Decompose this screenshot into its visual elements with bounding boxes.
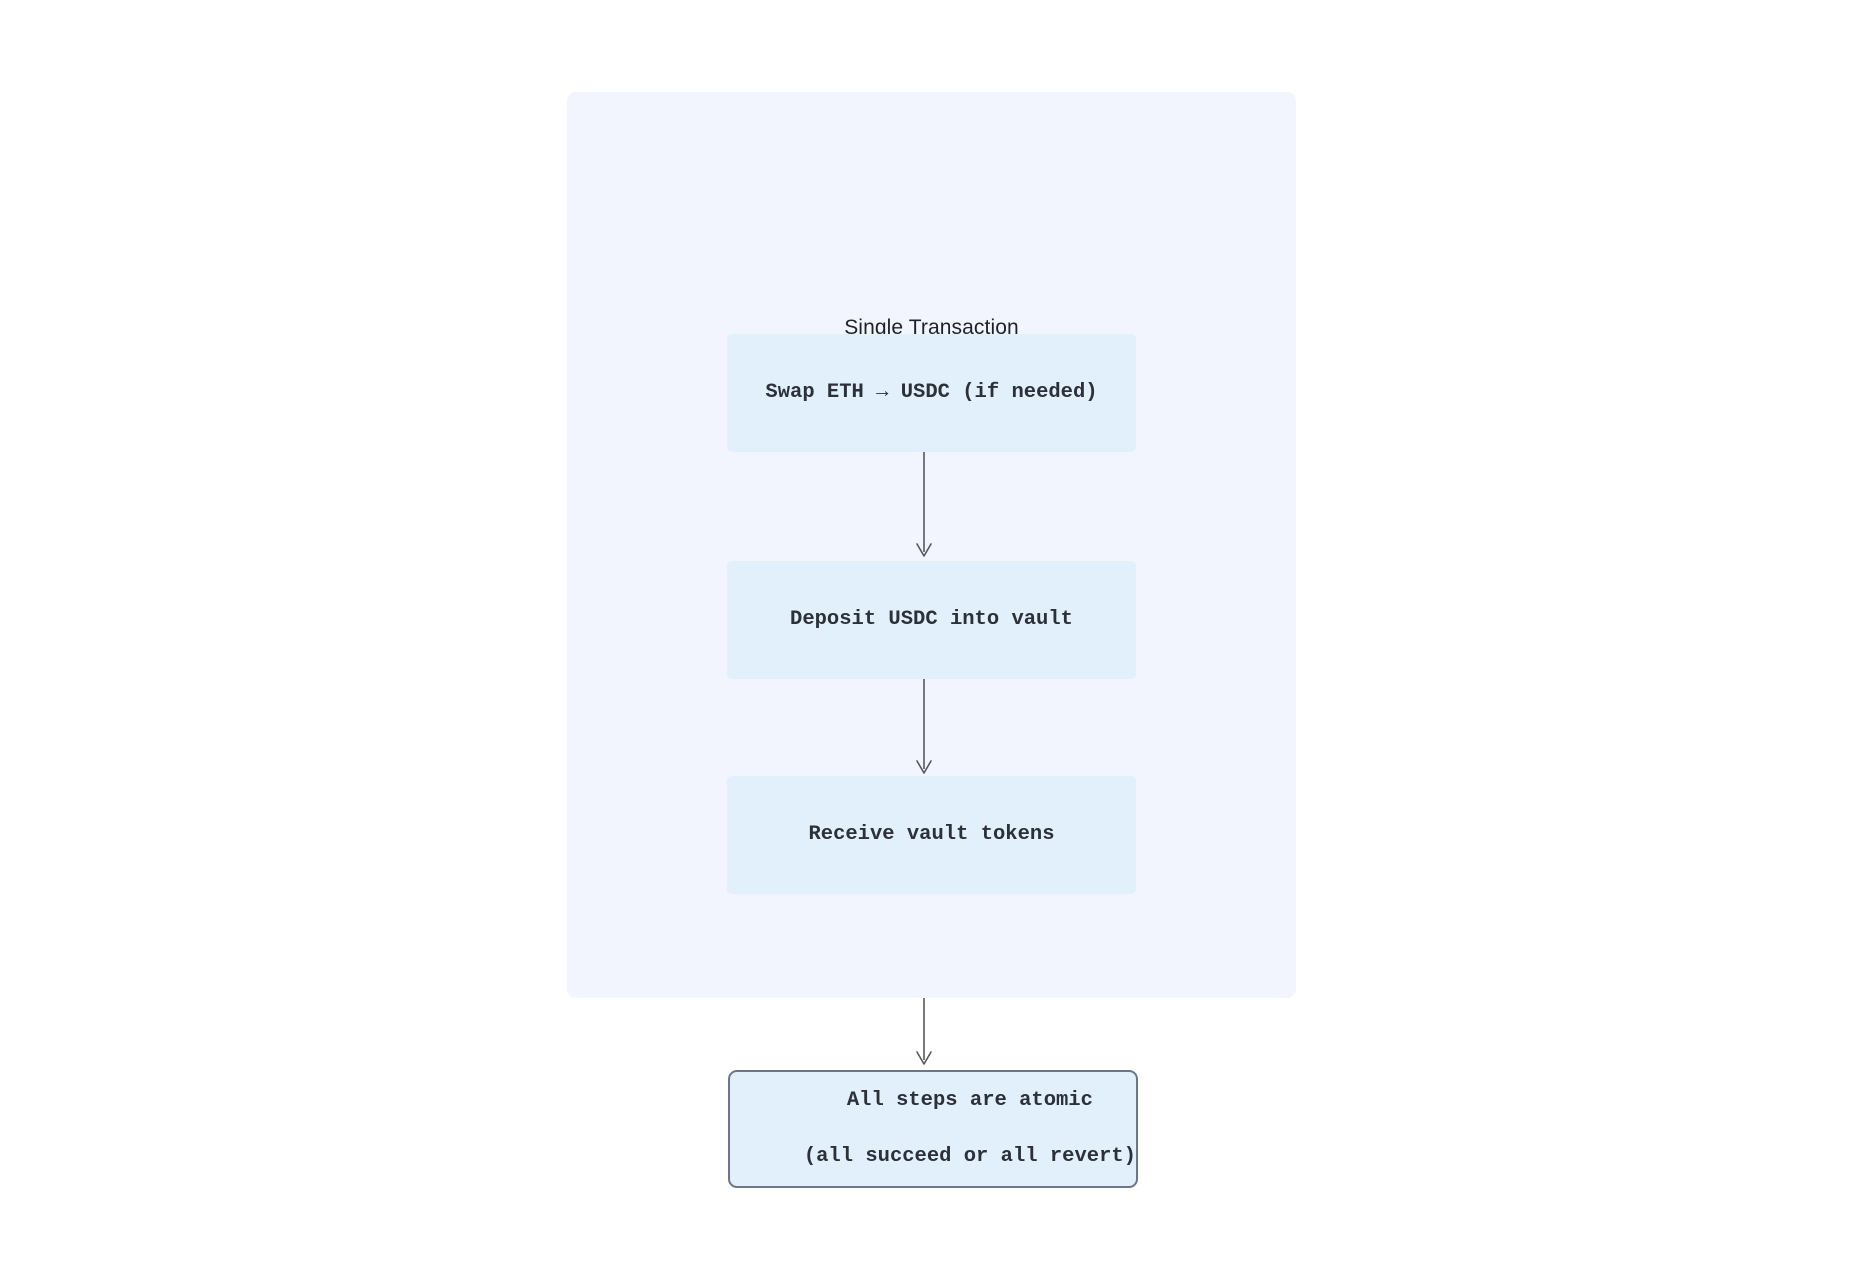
node-atomic-line2: (all succeed or all revert) [803,1145,1136,1168]
node-swap-eth-usdc[interactable]: Swap ETH → USDC (if needed) [727,334,1136,452]
node-deposit-usdc-vault[interactable]: Deposit USDC into vault [727,561,1136,679]
edge-subgraph-to-atomic [916,998,932,1065]
edge-deposit-to-receive [916,679,932,774]
node-swap-label: Swap ETH → USDC (if needed) [765,381,1098,404]
arrow-down-icon [916,760,932,774]
node-atomic-line1: All steps are atomic [846,1089,1093,1112]
arrow-down-icon [916,543,932,557]
node-all-steps-atomic[interactable]: All steps are atomic (all succeed or all… [728,1070,1138,1188]
node-receive-label: Receive vault tokens [808,823,1055,846]
node-receive-vault-tokens[interactable]: Receive vault tokens [727,776,1136,894]
node-atomic-label: All steps are atomic (all succeed or all… [730,1059,1136,1199]
arrow-down-icon [916,1051,932,1065]
subgraph-title: Single Transaction [844,316,1019,339]
edge-swap-to-deposit [916,452,932,557]
node-deposit-label: Deposit USDC into vault [790,608,1073,631]
